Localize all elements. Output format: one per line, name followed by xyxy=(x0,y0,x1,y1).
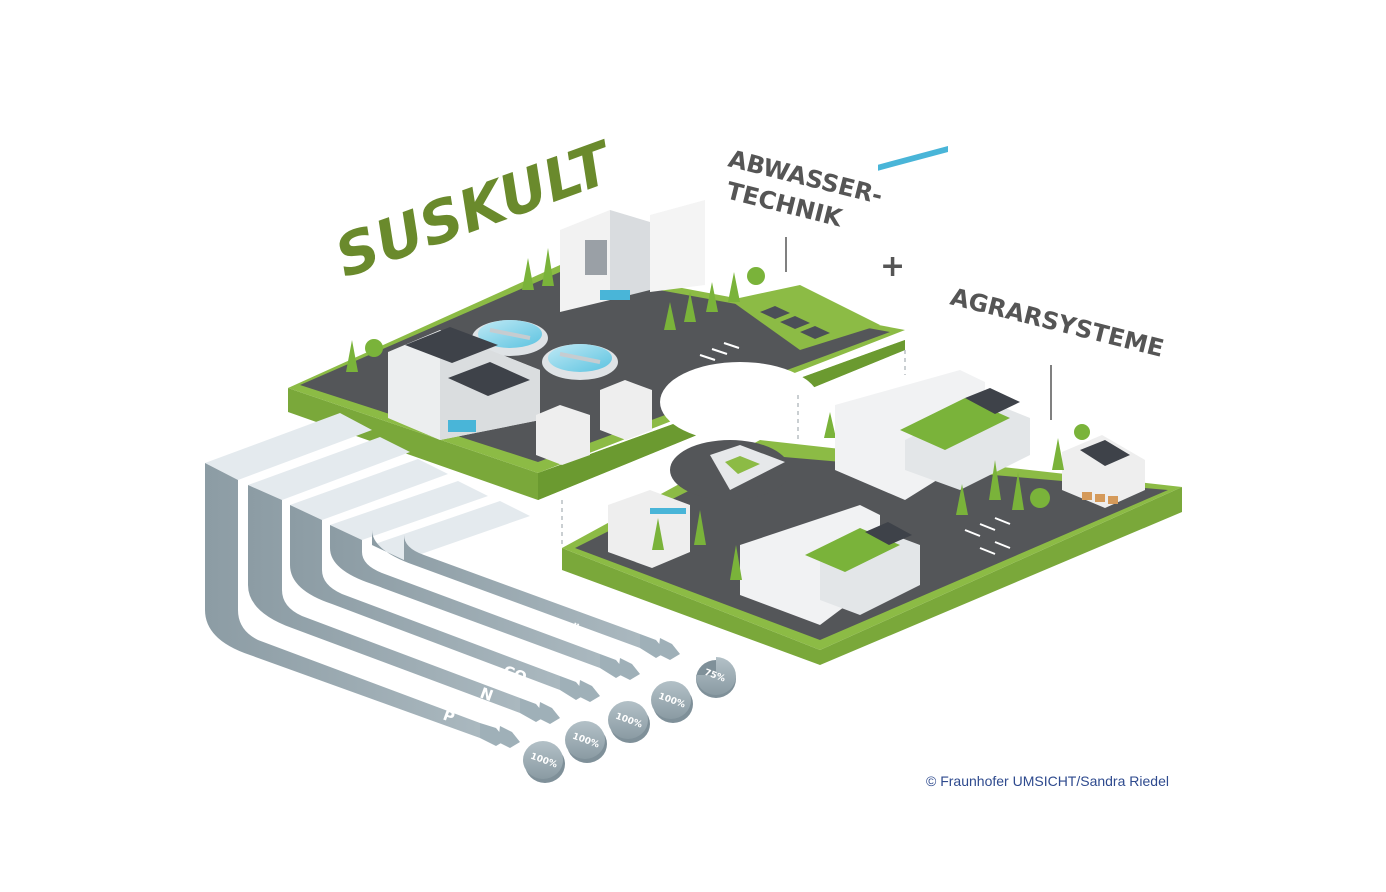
wastewater-platform xyxy=(288,200,905,500)
flow-label-n: N xyxy=(478,684,496,705)
disc-waerme: 75% xyxy=(695,657,736,698)
agriculture-platform xyxy=(562,145,1182,665)
label-plus: + xyxy=(880,249,905,284)
label-agrarsysteme: AGRARSYSTEME xyxy=(948,283,1167,363)
disc-p: 100% xyxy=(523,741,565,783)
flow-arrows xyxy=(205,413,680,748)
disc-n: 100% xyxy=(565,721,607,763)
label-leader-lines xyxy=(785,237,1052,420)
connector-lines xyxy=(561,350,906,548)
image-credit: © Fraunhofer UMSICHT/Sandra Riedel xyxy=(926,773,1169,789)
disc-wasser: 100% xyxy=(651,681,693,723)
disc-co2: 100% xyxy=(608,701,650,743)
percentage-discs: 75% 100% 100% 100% 100% xyxy=(523,657,736,783)
